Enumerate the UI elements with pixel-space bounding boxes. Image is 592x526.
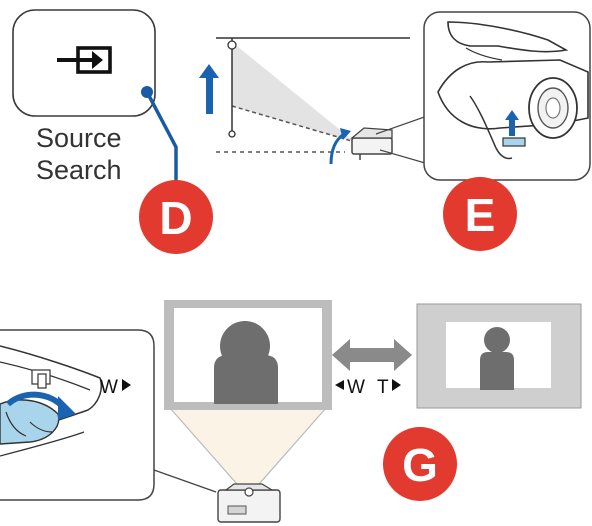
callout-d-letter: D xyxy=(159,192,192,244)
tele-pointer-icon xyxy=(392,379,401,391)
zoom-double-arrow-icon xyxy=(332,339,412,371)
callout-g-badge: G xyxy=(383,427,457,501)
screen-up-arrow-icon xyxy=(199,64,219,114)
person-silhouette-icon xyxy=(214,321,278,404)
wide-pointer-left-icon xyxy=(335,380,344,390)
source-search-label-line1: Source xyxy=(36,123,122,153)
zoom-wide-label-2: W xyxy=(347,377,365,398)
zoom-tele-label: T xyxy=(377,377,389,398)
tele-screen-frame xyxy=(416,303,582,409)
callout-d-leader-dot xyxy=(141,86,153,98)
source-search-label-line2: Search xyxy=(36,155,122,185)
callout-g-letter: G xyxy=(402,439,438,491)
zoom-ring-closeup: W xyxy=(0,329,217,501)
zoom-wide-label: W xyxy=(100,377,118,398)
wide-screen-frame xyxy=(164,300,332,410)
callout-e-letter: E xyxy=(465,189,496,241)
foot-release-lever-closeup xyxy=(423,11,591,181)
person-silhouette-small-icon xyxy=(480,327,514,390)
projector-side-icon xyxy=(350,127,393,160)
callout-e-badge: E xyxy=(443,177,517,251)
wide-pointer-icon xyxy=(122,379,131,391)
input-source-icon xyxy=(57,46,112,74)
projection-angle-diagram xyxy=(199,37,471,177)
callout-d-badge: D xyxy=(139,180,213,254)
projector-front-icon xyxy=(217,483,281,523)
source-search-button[interactable] xyxy=(12,9,156,117)
tilt-arrow-icon xyxy=(329,132,345,165)
zoom-image-size-diagram: W T xyxy=(164,300,582,523)
lever-up-arrow-icon xyxy=(505,110,519,136)
